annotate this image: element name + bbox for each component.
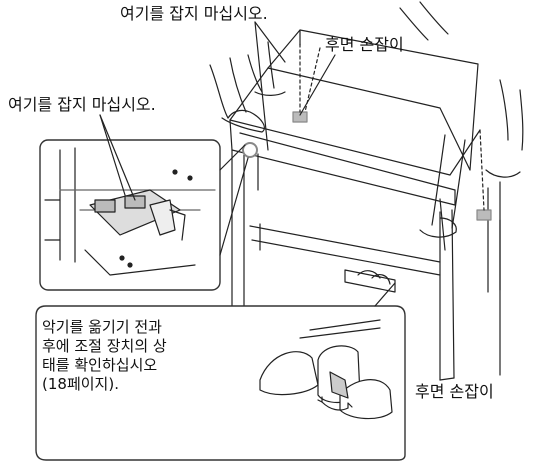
note-line: (18페이지). (42, 375, 119, 393)
note-line: 악기를 옮기기 전과 (42, 318, 162, 336)
adjuster-check-note: 악기를 옮기기 전과 후에 조절 장치의 상 태를 확인하십시오 (18페이지)… (42, 318, 247, 394)
pedal-callout (35, 282, 406, 461)
note-line: 태를 확인하십시오 (42, 356, 158, 374)
leader-lines (99, 21, 501, 376)
inset-detail (39, 139, 249, 291)
dont-hold-label-top: 여기를 잡지 마십시오. (120, 4, 268, 23)
rear-handle-label-bottom: 후면 손잡이 (415, 382, 494, 401)
dont-hold-label-left: 여기를 잡지 마십시오. (8, 95, 156, 114)
hands-illustration (209, 1, 524, 238)
note-line: 후에 조절 장치의 상 (42, 337, 167, 355)
rear-handle-label-top: 후면 손잡이 (325, 35, 404, 54)
piano-illustration (229, 29, 501, 381)
